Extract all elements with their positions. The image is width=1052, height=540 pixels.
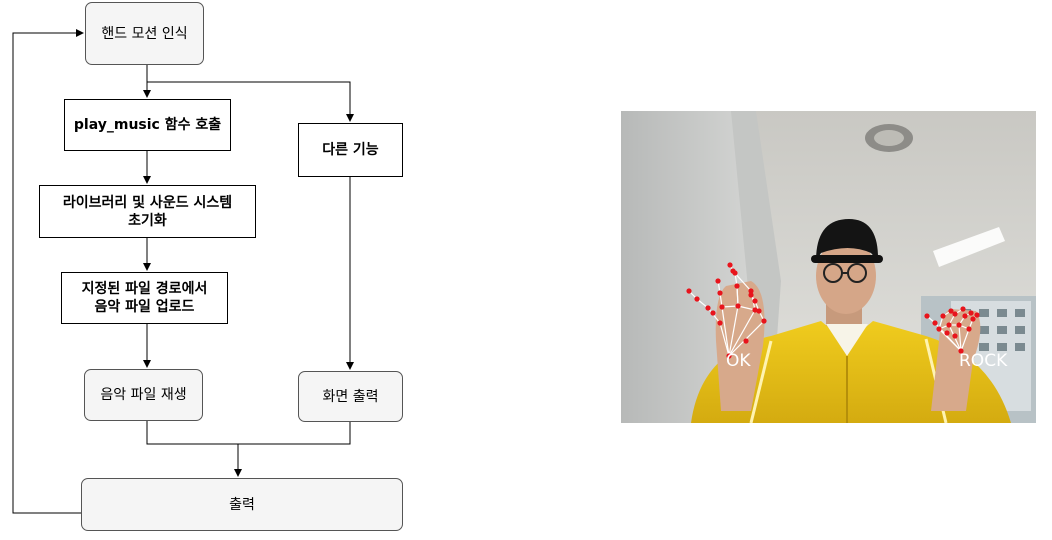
node-output: 출력 — [81, 478, 403, 531]
node-hand-motion-recognition: 핸드 모션 인식 — [85, 2, 204, 65]
hand-skeleton-right — [926, 308, 978, 352]
node-other-function: 다른 기능 — [298, 123, 403, 177]
node-label: play_music 함수 호출 — [73, 117, 222, 133]
webcam-scene — [621, 111, 1036, 423]
node-label: 출력 — [229, 496, 255, 513]
hand-landmarks-right — [924, 306, 980, 354]
node-play-music-file: 음악 파일 재생 — [84, 369, 203, 421]
node-screen-output: 화면 출력 — [298, 371, 403, 422]
arrow-to-other-function — [147, 81, 354, 122]
merge-line — [146, 421, 351, 445]
node-label: 라이브러리 및 사운드 시스템 초기화 — [62, 194, 233, 229]
node-label: 지정된 파일 경로에서 음악 파일 업로드 — [81, 281, 208, 315]
node-label: 화면 출력 — [322, 388, 379, 405]
node-label: 핸드 모션 인식 — [101, 25, 188, 42]
gesture-label-ok: OK — [726, 351, 751, 371]
node-play-music-call: play_music 함수 호출 — [64, 99, 231, 151]
node-upload-music: 지정된 파일 경로에서 음악 파일 업로드 — [61, 272, 228, 324]
node-label: 다른 기능 — [322, 142, 379, 158]
node-init-library: 라이브러리 및 사운드 시스템 초기화 — [39, 185, 256, 238]
loop-back-arrow — [12, 29, 84, 514]
webcam-photo: OK ROCK — [621, 111, 1036, 423]
hand-landmarks-left — [686, 262, 767, 359]
gesture-label-rock: ROCK — [959, 351, 1008, 371]
node-label: 음악 파일 재생 — [100, 387, 187, 403]
